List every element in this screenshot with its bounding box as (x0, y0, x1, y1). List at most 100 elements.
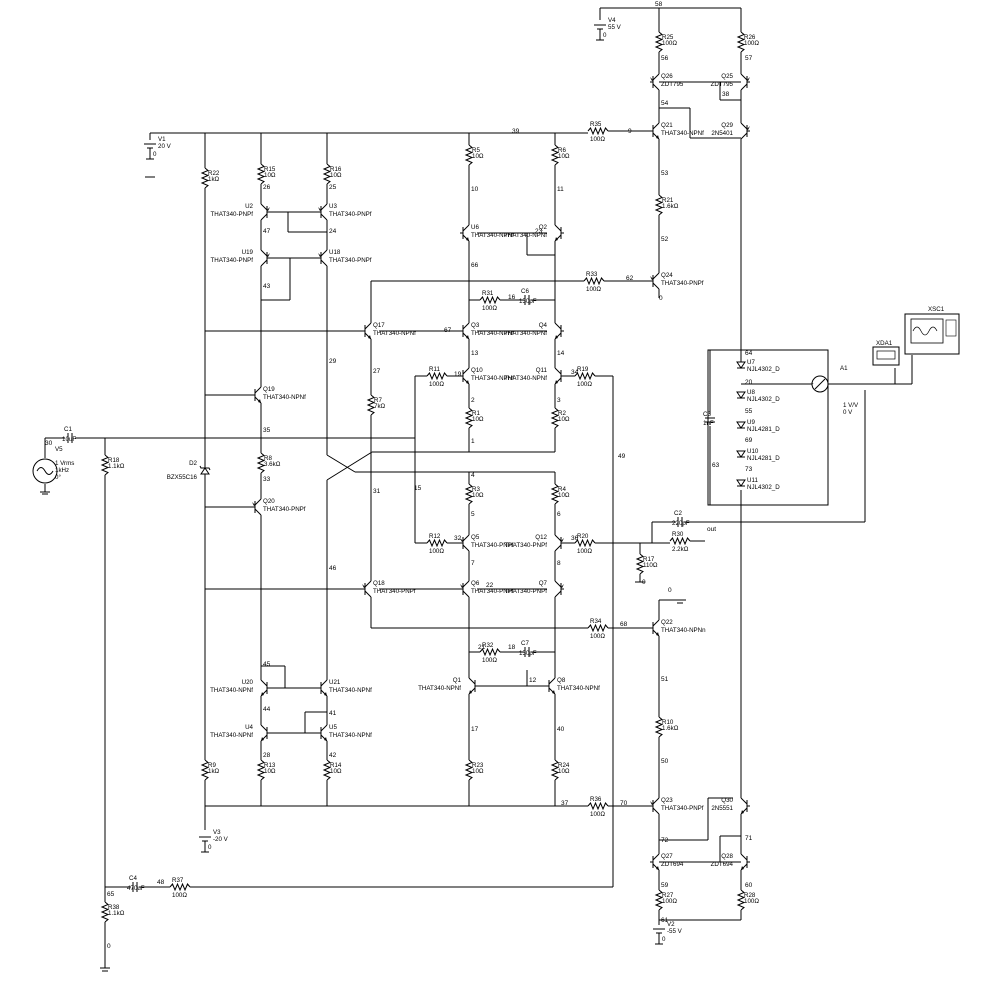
oscilloscope-xsc1[interactable]: XSC1 (904, 306, 960, 355)
diode-ref: U10 (747, 448, 759, 455)
dc-source-v2[interactable]: V2-55 V0 (653, 921, 683, 945)
transistor-ref: Q24 (661, 272, 673, 279)
transistor-value: THAT340-PNPf (471, 542, 514, 549)
voltmeter-a1[interactable]: + A1 1 V/V 0 V (810, 365, 859, 416)
resistor-r8[interactable]: R83.6kΩ (256, 452, 281, 474)
resistor-value: 10Ω (472, 153, 484, 160)
signal-source[interactable]: V5 1 Vrms 1kHz 0° (32, 446, 74, 484)
resistor-ref: R21 (662, 197, 674, 204)
transistor-value: THAT340-NPNf (471, 375, 514, 382)
distortion-analyzer-xda1[interactable]: XDA1 (872, 340, 900, 366)
dc-source-v3[interactable]: V3-20 V0 (199, 829, 229, 853)
transistor-value: ZDT694 (661, 861, 684, 868)
net-label: 13 (471, 350, 479, 357)
net-label: 21 (478, 644, 486, 651)
